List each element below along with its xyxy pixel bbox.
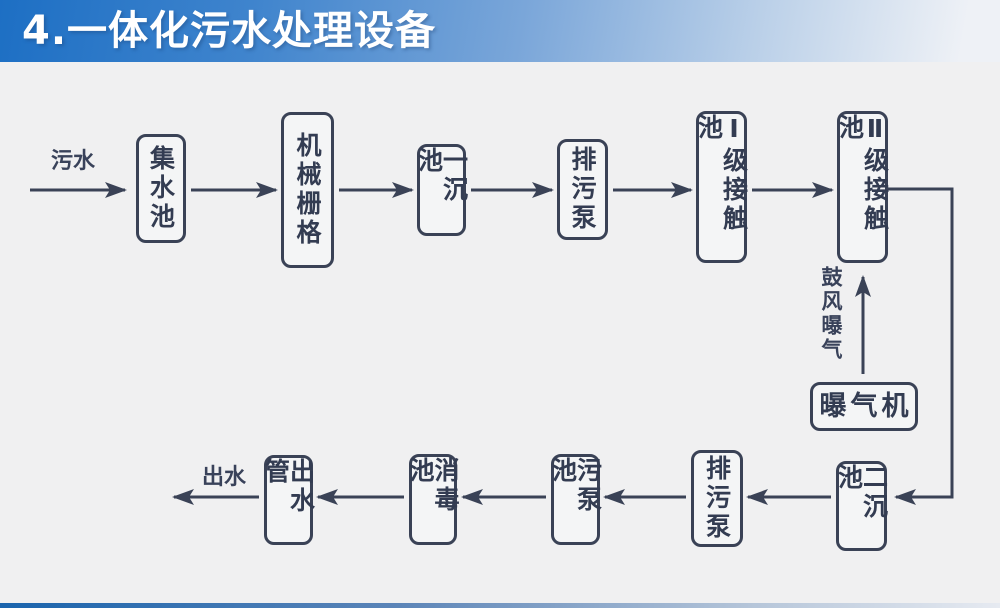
bottom-accent-bar	[0, 603, 1000, 608]
blast-aeration-label: 鼓风曝气	[819, 266, 843, 362]
node-level1-contact-tank: Ⅰ级接触池	[694, 111, 749, 263]
node-secondary-sedimentation-tank: 二沉池	[834, 461, 889, 551]
connector-level2-to-secondary	[888, 187, 954, 505]
node-label: 曝气机	[819, 391, 913, 422]
node-collection-tank: 集水池	[136, 134, 186, 243]
node-sewage-pump-tank: 污泵池	[548, 454, 603, 545]
node-level2-contact-tank: Ⅱ级接触池	[835, 111, 890, 263]
node-label: 一沉池	[414, 147, 469, 205]
node-aerator: 曝气机	[810, 382, 918, 431]
node-label: 集水池	[146, 145, 176, 232]
node-label: 出水管	[261, 458, 316, 516]
page-title: 4.一体化污水处理设备	[22, 8, 437, 54]
node-sewage-pump-top: 排污泵	[557, 139, 608, 240]
node-label: 消毒池	[406, 457, 460, 515]
node-mechanical-grid: 机械栅格	[281, 112, 334, 268]
node-primary-sedimentation-tank: 一沉池	[414, 144, 469, 236]
node-label: Ⅱ级接触池	[835, 114, 890, 234]
node-label: 污泵池	[548, 457, 603, 515]
node-label: 二沉池	[834, 464, 889, 522]
outlet-water-label: 出水	[201, 465, 246, 490]
node-sewage-pump-bottom: 排污泵	[691, 450, 743, 547]
title-bar: 4.一体化污水处理设备	[0, 0, 1000, 62]
node-disinfection-tank: 消毒池	[406, 454, 460, 545]
node-label: 机械栅格	[293, 132, 322, 248]
node-label: 排污泵	[568, 146, 597, 233]
inlet-water-label: 污水	[50, 149, 95, 174]
node-outlet-pipe: 出水管	[261, 455, 316, 545]
node-label: 排污泵	[702, 455, 732, 542]
node-label: Ⅰ级接触池	[694, 114, 749, 234]
